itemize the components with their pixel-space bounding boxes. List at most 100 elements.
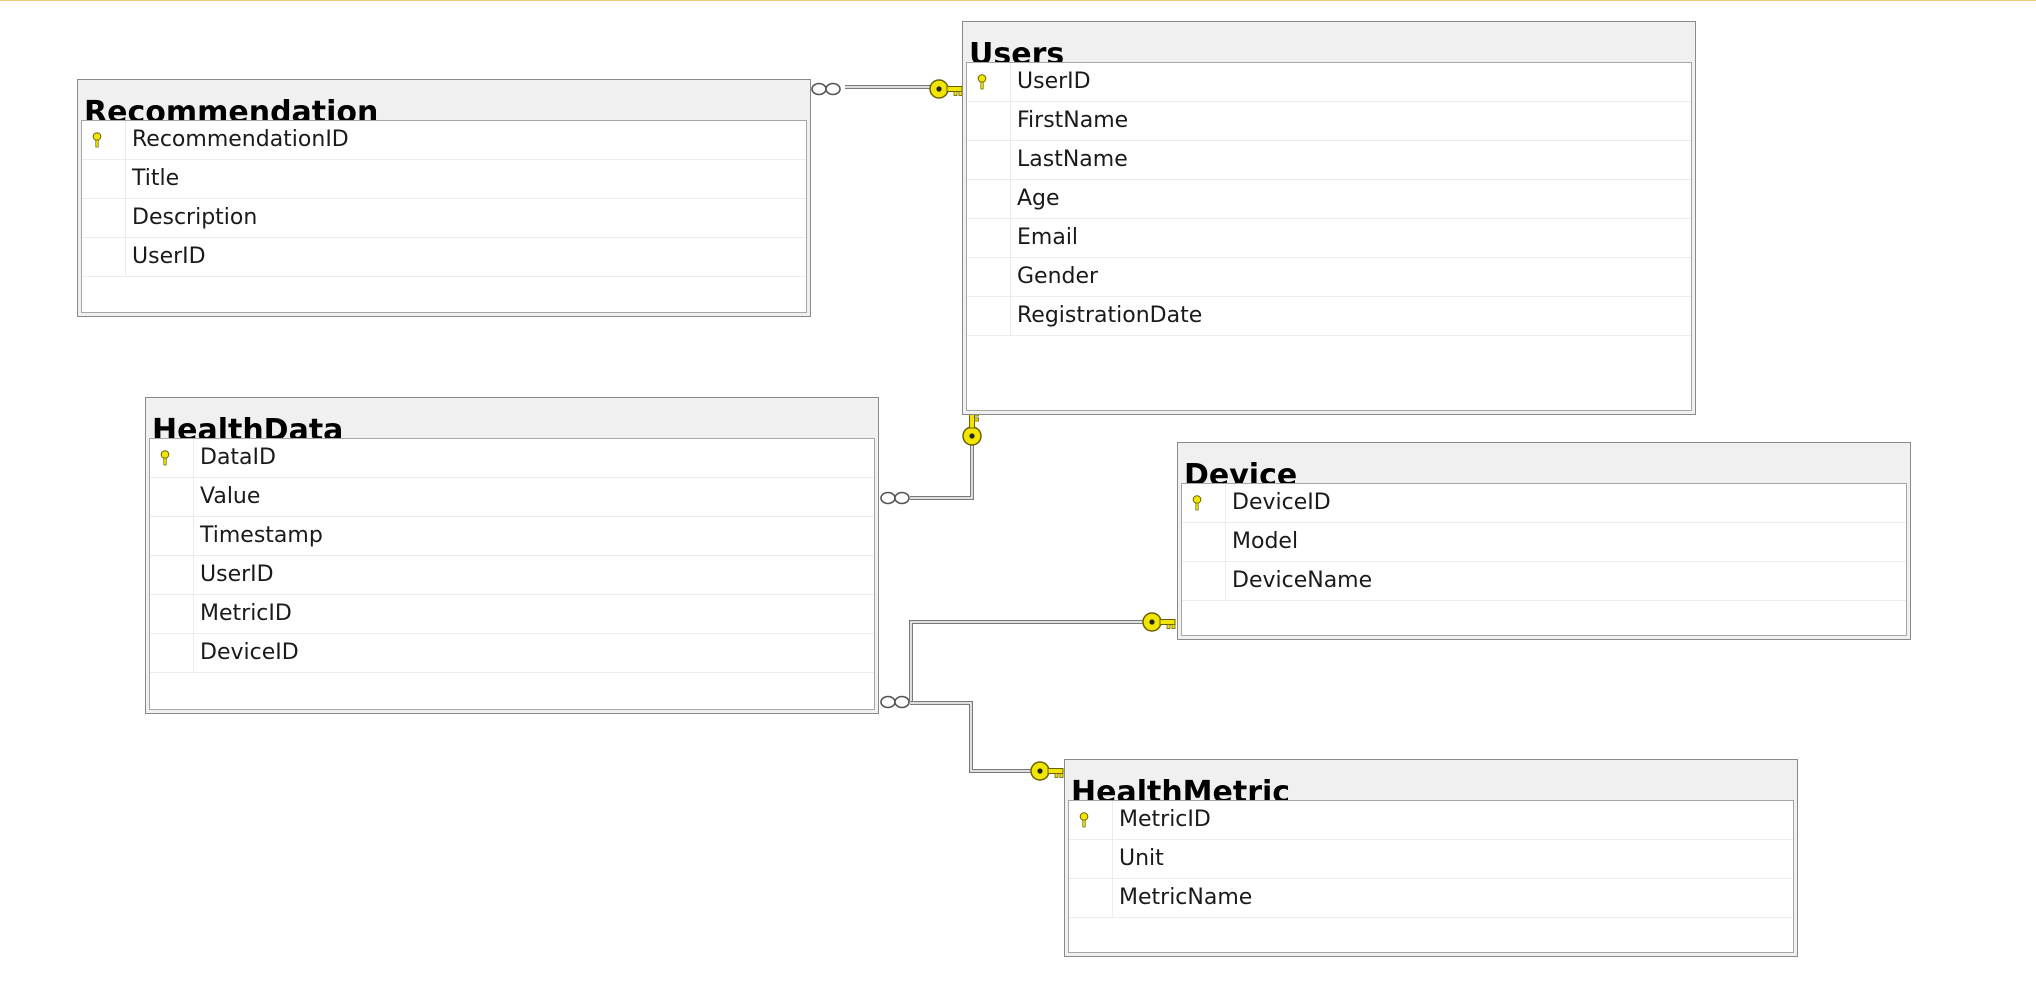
column-name: DataID	[200, 445, 276, 470]
row-selector[interactable]	[1069, 801, 1113, 839]
column-grid: DataID Value Timestamp UserID MetricID D…	[149, 438, 875, 710]
table-title-bar[interactable]: HealthMetric	[1065, 760, 1797, 808]
rel-healthdata-healthmetric[interactable]	[880, 695, 1064, 781]
column-name: Model	[1232, 529, 1299, 554]
key-end-icon	[1142, 612, 1176, 632]
column-name: UserID	[132, 244, 206, 269]
row-selector[interactable]	[150, 478, 194, 516]
column-row[interactable]: MetricName	[1069, 879, 1793, 918]
primary-key-icon	[977, 74, 987, 90]
column-row[interactable]: MetricID	[150, 595, 874, 634]
column-row[interactable]: UserID	[82, 238, 806, 277]
row-selector[interactable]	[82, 199, 126, 237]
column-grid: DeviceID Model DeviceName	[1181, 483, 1907, 636]
table-title-bar[interactable]: Recommendation	[78, 80, 810, 128]
column-row[interactable]: Unit	[1069, 840, 1793, 879]
column-row[interactable]: MetricID	[1069, 801, 1793, 840]
row-selector[interactable]	[967, 63, 1011, 101]
column-name: Title	[132, 166, 180, 191]
row-selector[interactable]	[150, 634, 194, 672]
column-row[interactable]: Gender	[967, 258, 1691, 297]
column-row[interactable]: UserID	[150, 556, 874, 595]
many-end-icon	[880, 491, 910, 505]
row-selector[interactable]	[967, 297, 1011, 335]
column-row[interactable]: LastName	[967, 141, 1691, 180]
column-name: RecommendationID	[132, 127, 349, 152]
primary-key-icon	[1079, 812, 1089, 828]
column-grid: UserID FirstName LastName Age Email Gend…	[966, 62, 1692, 411]
column-row[interactable]: Description	[82, 199, 806, 238]
row-selector[interactable]	[150, 556, 194, 594]
primary-key-icon	[92, 132, 102, 148]
column-name: MetricID	[200, 601, 292, 626]
primary-key-icon	[1192, 495, 1202, 511]
column-name: UserID	[1017, 69, 1091, 94]
column-grid: MetricID Unit MetricName	[1068, 800, 1794, 953]
row-selector[interactable]	[82, 238, 126, 276]
column-name: Email	[1017, 225, 1079, 250]
column-row[interactable]: Model	[1182, 523, 1906, 562]
row-selector[interactable]	[1182, 523, 1226, 561]
row-selector[interactable]	[1069, 879, 1113, 917]
row-selector[interactable]	[82, 121, 126, 159]
column-name: RegistrationDate	[1017, 303, 1203, 328]
table-healthmetric[interactable]: HealthMetric MetricID Unit MetricName	[1064, 759, 1798, 957]
column-row[interactable]: Title	[82, 160, 806, 199]
primary-key-icon	[160, 450, 170, 466]
column-name: Description	[132, 205, 258, 230]
column-name: Value	[200, 484, 261, 509]
column-name: MetricName	[1119, 885, 1253, 910]
row-selector[interactable]	[1182, 484, 1226, 522]
column-name: UserID	[200, 562, 274, 587]
column-row[interactable]: DeviceID	[150, 634, 874, 673]
column-name: Age	[1017, 186, 1060, 211]
table-recommendation[interactable]: Recommendation RecommendationID Title De…	[77, 79, 811, 317]
column-row[interactable]: DeviceName	[1182, 562, 1906, 601]
rel-healthdata-users[interactable]	[880, 412, 982, 505]
column-grid: RecommendationID Title Description UserI…	[81, 120, 807, 313]
table-healthdata[interactable]: HealthData DataID Value Timestamp UserID	[145, 397, 879, 714]
column-name: DeviceID	[1232, 490, 1331, 515]
column-row[interactable]: RegistrationDate	[967, 297, 1691, 336]
key-end-icon	[929, 79, 963, 99]
column-name: Gender	[1017, 264, 1099, 289]
table-title-bar[interactable]: HealthData	[146, 398, 878, 446]
column-row[interactable]: Value	[150, 478, 874, 517]
key-end-icon	[1030, 761, 1064, 781]
column-row[interactable]: Email	[967, 219, 1691, 258]
table-title-bar[interactable]: Users	[963, 22, 1695, 70]
row-selector[interactable]	[150, 517, 194, 555]
column-name: Unit	[1119, 846, 1164, 871]
column-name: FirstName	[1017, 108, 1129, 133]
row-selector[interactable]	[967, 180, 1011, 218]
row-selector[interactable]	[150, 439, 194, 477]
row-selector[interactable]	[1069, 840, 1113, 878]
table-users[interactable]: Users UserID FirstName LastName Age E	[962, 21, 1696, 415]
column-name: DeviceName	[1232, 568, 1373, 593]
key-end-icon	[962, 412, 982, 446]
row-selector[interactable]	[967, 258, 1011, 296]
row-selector[interactable]	[1182, 562, 1226, 600]
row-selector[interactable]	[150, 595, 194, 633]
column-name: MetricID	[1119, 807, 1211, 832]
row-selector[interactable]	[82, 160, 126, 198]
column-row[interactable]: UserID	[967, 63, 1691, 102]
rel-healthdata-device[interactable]	[909, 612, 1176, 703]
column-row[interactable]: Timestamp	[150, 517, 874, 556]
column-name: DeviceID	[200, 640, 299, 665]
column-row[interactable]: DataID	[150, 439, 874, 478]
column-row[interactable]: Age	[967, 180, 1691, 219]
rel-recommendation-users[interactable]	[811, 79, 963, 99]
window-top-border	[0, 0, 2036, 1]
row-selector[interactable]	[967, 102, 1011, 140]
row-selector[interactable]	[967, 141, 1011, 179]
column-row[interactable]: FirstName	[967, 102, 1691, 141]
many-end-icon	[880, 695, 910, 709]
table-device[interactable]: Device DeviceID Model DeviceName	[1177, 442, 1911, 640]
column-row[interactable]: DeviceID	[1182, 484, 1906, 523]
column-row[interactable]: RecommendationID	[82, 121, 806, 160]
table-title-bar[interactable]: Device	[1178, 443, 1910, 491]
row-selector[interactable]	[967, 219, 1011, 257]
column-name: Timestamp	[200, 523, 323, 548]
